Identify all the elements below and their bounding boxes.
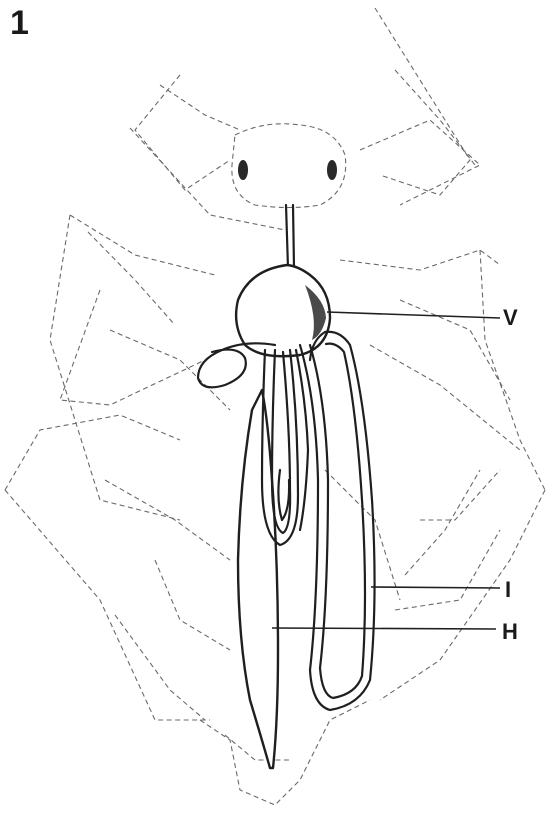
esophagus	[286, 205, 294, 268]
eye-spots	[238, 160, 337, 180]
leader-line-i	[371, 587, 500, 588]
label-hindgut: H	[502, 619, 518, 645]
intestinal-tubules	[198, 332, 375, 710]
figure-number: 1	[10, 4, 29, 43]
leader-line-h	[272, 628, 496, 629]
label-ventriculus: V	[503, 305, 518, 331]
label-intestine: I	[505, 577, 511, 603]
leader-line-v	[327, 312, 500, 318]
